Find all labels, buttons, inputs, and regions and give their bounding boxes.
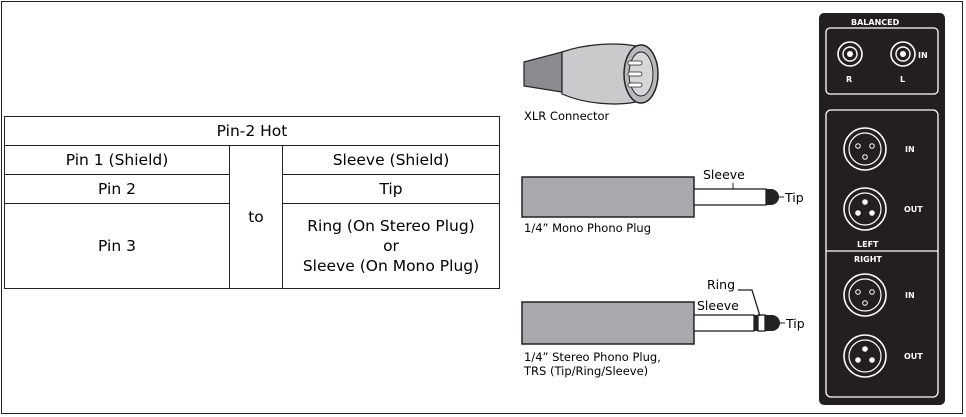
mono-plug-illustration xyxy=(521,176,784,218)
mono-plug-caption: 1/4” Mono Phono Plug xyxy=(524,221,652,235)
left-in-label: IN xyxy=(905,145,915,154)
left-out-label: OUT xyxy=(904,205,923,214)
balanced-jack-r xyxy=(837,41,863,67)
balanced-jack-l xyxy=(890,41,916,67)
ring-or-sleeve-cell: Ring (On Stereo Plug) or Sleeve (On Mono… xyxy=(282,203,500,289)
right-out-xlr-jack xyxy=(843,334,887,378)
right-section-label: RIGHT xyxy=(854,255,882,264)
balanced-box xyxy=(825,27,939,95)
or-text: or xyxy=(383,237,399,255)
jack-r-label: R xyxy=(846,75,853,84)
wiring-table: Pin-2 Hot Pin 1 (Shield) to Sleeve (Shie… xyxy=(4,116,500,289)
left-section-label: LEFT xyxy=(857,240,879,249)
sleeve-mono-text: Sleeve (On Mono Plug) xyxy=(302,257,480,275)
stereo-ring-label: Ring xyxy=(707,277,736,292)
left-in-xlr-jack xyxy=(843,127,887,171)
right-out-label: OUT xyxy=(904,352,923,361)
xlr-connector-caption: XLR Connector xyxy=(524,109,610,123)
stereo-sleeve-label: Sleeve xyxy=(697,298,739,313)
jack-l-label: L xyxy=(900,75,906,84)
stereo-plug-caption-line2: TRS (Tip/Ring/Sleeve) xyxy=(524,364,649,378)
table-row: Pin 3 Ring (On Stereo Plug) or Sleeve (O… xyxy=(4,203,500,289)
xlr-connector-illustration xyxy=(523,43,659,105)
stereo-plug-caption-line1: 1/4” Stereo Phono Plug, xyxy=(524,350,661,364)
right-in-label: IN xyxy=(905,291,915,300)
stereo-plug-illustration xyxy=(521,289,785,345)
xlr-section-box xyxy=(825,109,939,398)
ring-stereo-text: Ring (On Stereo Plug) xyxy=(307,217,475,235)
pin-1-cell: Pin 1 (Shield) xyxy=(4,145,230,175)
right-in-xlr-jack xyxy=(843,273,887,317)
balanced-in-label: IN xyxy=(918,51,928,60)
pin-3-cell: Pin 3 xyxy=(4,203,230,289)
mono-tip-label: Tip xyxy=(785,190,804,205)
stereo-tip-label: Tip xyxy=(786,316,805,331)
balanced-label: BALANCED xyxy=(851,18,900,27)
left-out-xlr-jack xyxy=(843,187,887,231)
mono-sleeve-label: Sleeve xyxy=(703,167,745,182)
